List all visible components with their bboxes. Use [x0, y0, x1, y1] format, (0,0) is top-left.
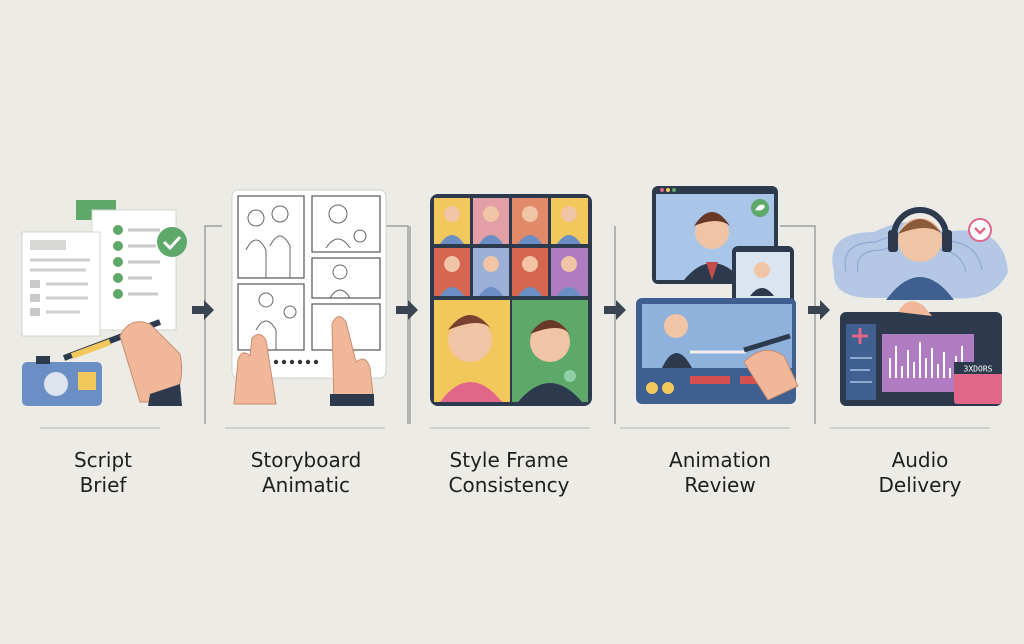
step-label-line: Brief	[79, 473, 127, 497]
step-label-audio-delivery: Audio Delivery	[830, 448, 1010, 498]
arrow-right-icon	[604, 300, 626, 320]
arrow-right-icon	[192, 300, 214, 320]
heart-icon	[968, 218, 992, 242]
leaf-icon	[751, 199, 769, 217]
step-label-line: Consistency	[448, 473, 570, 497]
audio-delivery-illustration: 3XDORS	[832, 207, 1008, 406]
storyboard-illustration	[231, 189, 387, 406]
step-label-storyboard-animatic: Storyboard Animatic	[216, 448, 396, 498]
animation-review-illustration	[636, 186, 799, 404]
portrait-grid	[434, 198, 588, 296]
step-label-line: Audio	[891, 448, 949, 472]
step-label-style-frame-consistency: Style Frame Consistency	[419, 448, 599, 498]
step-label-line: Review	[684, 473, 756, 497]
step-label-line: Storyboard	[250, 448, 362, 472]
step-label-animation-review: Animation Review	[630, 448, 810, 498]
screen-badge-text: 3XDORS	[964, 365, 993, 374]
step-label-line: Animatic	[261, 473, 351, 497]
script-brief-illustration	[21, 200, 187, 406]
connector-lines	[204, 225, 816, 424]
style-frame-illustration	[430, 194, 592, 406]
step-label-script-brief: Script Brief	[13, 448, 193, 498]
step-label-line: Style Frame	[449, 448, 569, 472]
arrow-right-icon	[808, 300, 830, 320]
arrow-right-icon	[396, 300, 418, 320]
step-label-line: Script	[73, 448, 132, 472]
step-label-line: Delivery	[878, 473, 962, 497]
step-label-line: Animation	[669, 448, 771, 472]
check-icon	[157, 227, 187, 257]
